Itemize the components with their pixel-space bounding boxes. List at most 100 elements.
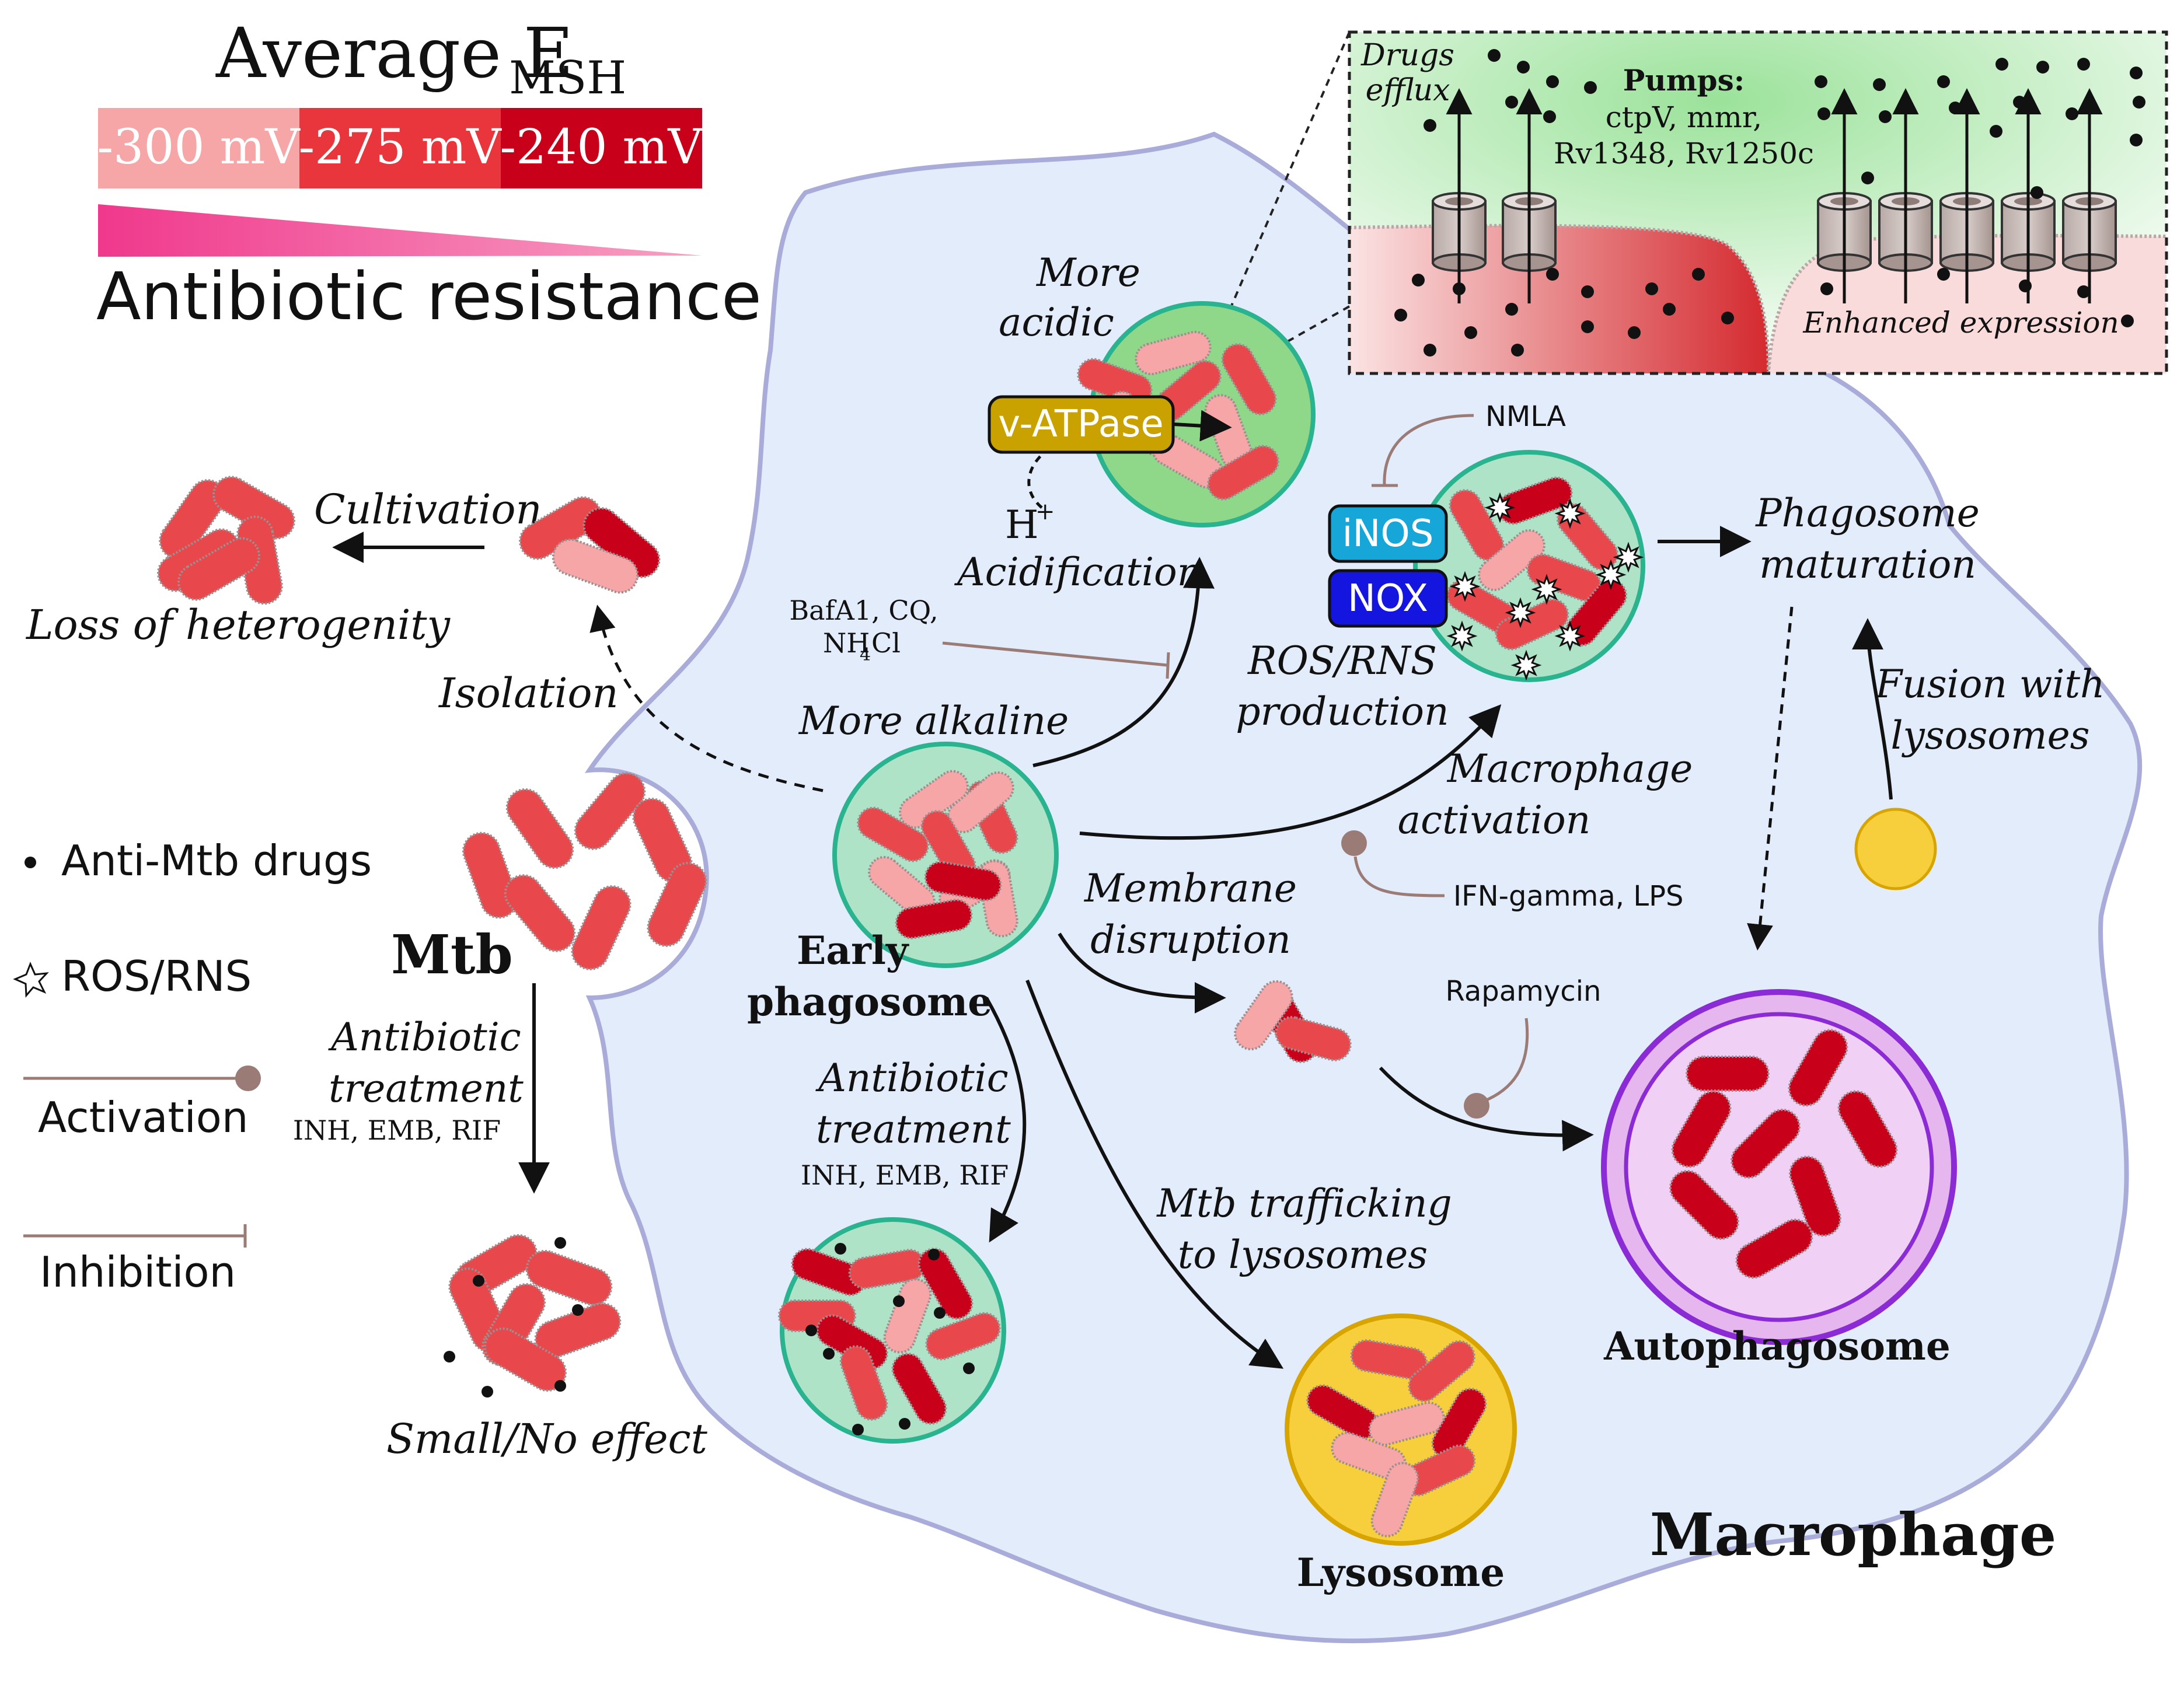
lysosome-label: Lysosome xyxy=(1297,1550,1505,1595)
fusion-line1: Fusion with xyxy=(1875,662,2105,707)
fusing-lysosome xyxy=(1854,808,1937,890)
mtb-bacillus xyxy=(1350,1339,1428,1380)
mtb-bacillus xyxy=(505,788,574,869)
phagosome-maturation-line1: Phagosome xyxy=(1755,491,1980,536)
mtb-bacillus xyxy=(1221,343,1277,415)
ros-star xyxy=(1613,541,1644,573)
drug-dot xyxy=(1424,344,1436,357)
legend-title-subscript: MSH xyxy=(509,52,626,104)
nox-label: NOX xyxy=(1348,577,1428,620)
drug-dot xyxy=(1412,274,1425,287)
early-phagosome-line2: phagosome xyxy=(747,979,992,1025)
mtb-bacillus xyxy=(1837,1090,1898,1168)
inhibitors-line1: BafA1, CQ, xyxy=(789,595,938,626)
drug-dot xyxy=(899,1418,910,1430)
fusion-arrow xyxy=(1852,618,1893,800)
drug-dot xyxy=(1581,320,1594,333)
mtb-bacillus xyxy=(924,861,1002,902)
acidification-label: Acidification xyxy=(954,550,1202,595)
macrophage-content: More acidic v-ATPase H + Acidification B… xyxy=(747,250,2105,1595)
drug-dot xyxy=(2130,67,2143,79)
mtb-bacillus xyxy=(1408,1340,1475,1403)
ros-star xyxy=(1554,498,1586,529)
drug-dot xyxy=(572,1304,584,1316)
scale-label-300: -300 mV xyxy=(97,120,301,175)
drug-dot xyxy=(2077,58,2090,71)
mtb-bacillus xyxy=(1735,1218,1813,1279)
mtb-bacillus xyxy=(574,772,646,850)
mtb-bacillus xyxy=(839,1345,888,1421)
macrophage-activation-line2: activation xyxy=(1398,798,1590,843)
drug-dot xyxy=(835,1243,846,1255)
ros-star xyxy=(1554,620,1586,652)
drug-dot xyxy=(1517,61,1530,74)
fusion-line2: lysosomes xyxy=(1890,713,2089,758)
more-alkaline-label: More alkaline xyxy=(798,698,1069,743)
early-phagosome-bacilli xyxy=(857,770,1018,939)
drug-dot xyxy=(1949,102,1962,114)
trafficking-line2: to lysosomes xyxy=(1178,1232,1428,1277)
nmla-label: NMLA xyxy=(1485,400,1566,433)
isolation-dashed-arrow xyxy=(589,605,824,792)
drug-dot xyxy=(963,1362,975,1374)
drugs-efflux-line1: Drugs xyxy=(1360,38,1454,73)
drug-dot xyxy=(554,1237,566,1249)
drug-dot xyxy=(1937,75,1950,88)
drug-dot xyxy=(1873,78,1886,91)
drug-dot xyxy=(1645,282,1658,295)
ros-star xyxy=(1505,597,1536,628)
ros-production-line1: ROS/RNS xyxy=(1247,638,1437,683)
efflux-pump xyxy=(1432,88,1487,303)
drug-dot xyxy=(2019,279,2032,292)
drug-dot xyxy=(482,1386,493,1397)
macrophage-label: Macrophage xyxy=(1650,1500,2057,1569)
efflux-pump xyxy=(2062,88,2117,303)
pump-channels xyxy=(1432,88,2117,303)
drug-dot xyxy=(1511,344,1524,357)
mtb-bacillus xyxy=(868,855,936,918)
proton-dashed-path xyxy=(1027,451,1046,509)
inhibitors-line2-a: NH xyxy=(823,627,870,659)
macrophage-activation-line1: Macrophage xyxy=(1447,746,1693,791)
mtb-bacillus xyxy=(1788,1029,1848,1107)
drug-dot xyxy=(1505,303,1518,316)
drug-dot xyxy=(1663,303,1676,316)
mtb-bacillus xyxy=(891,1353,947,1425)
drug-dot xyxy=(1581,285,1594,298)
mtb-bacillus xyxy=(1234,980,1293,1051)
drug-dot xyxy=(2066,107,2078,120)
mtb-bacillus xyxy=(791,1248,867,1297)
more-acidic-line1: More xyxy=(1036,250,1140,295)
scale-label-240: -240 mV xyxy=(500,120,703,175)
ros-star xyxy=(1449,571,1481,602)
drug-dot xyxy=(1628,326,1641,339)
pumps-title: Pumps: xyxy=(1623,63,1745,97)
mtb-bacillus xyxy=(159,479,226,560)
ros-star xyxy=(1531,574,1562,605)
efflux-pump xyxy=(1878,88,1933,303)
more-acidic-line2: acidic xyxy=(999,300,1114,345)
loss-of-heterogeneity-label: Loss of heterogenity xyxy=(25,601,451,649)
pumps-line1: ctpV, mmr, xyxy=(1606,100,1762,134)
activation-arrow xyxy=(1079,704,1502,840)
acidification-arrow xyxy=(1032,557,1215,767)
vatpase-arrow xyxy=(1173,410,1232,442)
drug-dot xyxy=(2013,96,2026,109)
mtb-bacillus xyxy=(920,810,976,882)
mtb-bacillus xyxy=(483,1327,567,1392)
drug-dot xyxy=(928,1249,940,1260)
isolation-label: Isolation xyxy=(438,669,619,717)
drug-dot xyxy=(1488,49,1501,62)
efflux-pump xyxy=(1817,88,1872,303)
drug-dot xyxy=(1453,282,1466,295)
scale-swatch-275 xyxy=(299,108,501,188)
drug-dot xyxy=(1879,110,1892,123)
drug-dot xyxy=(2130,134,2143,146)
drug-dot xyxy=(2036,61,2049,74)
mtb-bacillus xyxy=(571,885,632,970)
drug-dot xyxy=(852,1424,864,1435)
mtb-bacillus xyxy=(895,899,973,939)
mtb-bacillus xyxy=(525,1249,613,1306)
mtb-label: Mtb xyxy=(391,923,513,986)
left-treatment-line2: treatment xyxy=(329,1066,524,1111)
